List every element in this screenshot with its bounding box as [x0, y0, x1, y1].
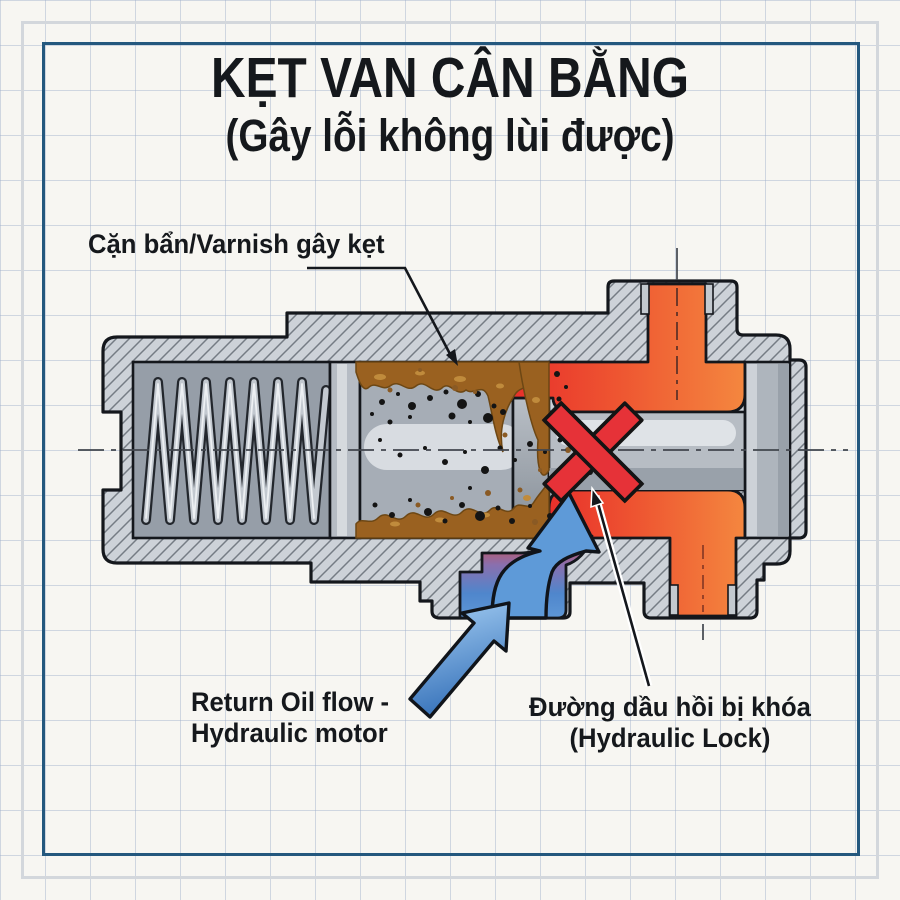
- spring: [141, 377, 331, 525]
- port-lips: [640, 283, 737, 616]
- hydraulic-lock-label-line1: Đường dầu hồi bị khóa: [529, 692, 811, 722]
- page-title-block: KẸT VAN CÂN BẰNG (Gây lỗi không lùi được…: [0, 48, 900, 162]
- lock-leader-arrow: [590, 485, 653, 687]
- contamination-label: Cặn bẩn/Varnish gây kẹt: [88, 229, 385, 259]
- hydraulic-lock-label: Đường dầu hồi bị khóa (Hydraulic Lock): [508, 692, 833, 754]
- return-oil-label-line2: Hydraulic motor: [191, 718, 388, 748]
- return-flow-arrow: [408, 601, 511, 719]
- page-subtitle: (Gây lỗi không lùi được): [225, 110, 675, 161]
- blocked-x-icon: [541, 400, 645, 504]
- return-oil-label-line1: Return Oil flow -: [191, 687, 390, 717]
- return-flow-curved-arrow: [490, 491, 601, 620]
- contamination-leader-arrow: [307, 266, 458, 366]
- return-oil-label: Return Oil flow - Hydraulic motor: [191, 687, 389, 749]
- page-title: KẸT VAN CÂN BẰNG: [211, 46, 689, 110]
- centerlines: [78, 248, 848, 640]
- hydraulic-lock-label-line2: (Hydraulic Lock): [569, 723, 771, 753]
